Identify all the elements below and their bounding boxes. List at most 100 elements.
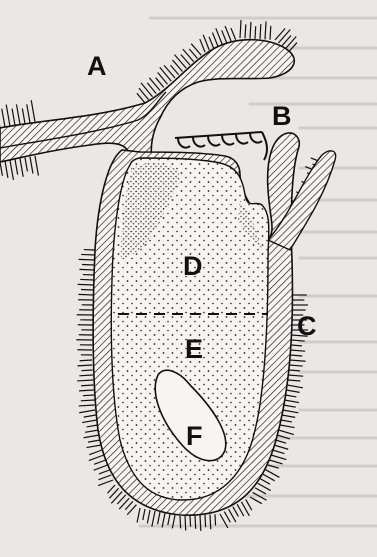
cilium — [209, 37, 214, 49]
cilium — [231, 28, 236, 40]
cilium — [289, 365, 303, 366]
cilium — [25, 158, 27, 172]
cilium — [87, 445, 102, 448]
cilium — [240, 20, 241, 38]
cilium — [212, 33, 218, 47]
cilium — [79, 390, 94, 391]
cilium — [237, 504, 244, 516]
cilium — [284, 405, 296, 407]
cilium — [0, 162, 2, 176]
cilium — [288, 375, 303, 376]
cilium — [89, 455, 104, 461]
cilium — [263, 474, 275, 481]
cilium — [79, 375, 93, 376]
label-f: F — [186, 421, 203, 451]
cilium — [143, 509, 145, 520]
cilium — [172, 515, 175, 528]
cilium — [147, 510, 150, 523]
cilium — [270, 26, 271, 40]
label-a: A — [87, 51, 107, 81]
cilium — [81, 254, 95, 255]
cilium — [31, 100, 35, 122]
cilium — [78, 294, 93, 295]
cilium — [270, 460, 283, 464]
cilium — [94, 460, 106, 464]
cilium — [287, 385, 303, 388]
cilium — [180, 516, 181, 528]
label-e: E — [185, 334, 203, 364]
cilium — [279, 430, 294, 435]
cilium — [125, 501, 133, 509]
cilium — [275, 29, 285, 40]
cilium — [265, 21, 266, 39]
cilium — [225, 26, 231, 41]
cilium — [98, 480, 113, 486]
cilium — [79, 259, 95, 260]
cilium — [200, 39, 205, 52]
cilium — [258, 483, 271, 490]
cilium — [271, 455, 286, 460]
cilium — [82, 420, 97, 423]
cilium — [162, 513, 165, 528]
cilium — [285, 37, 296, 49]
cilium — [89, 450, 102, 455]
cilium — [88, 440, 100, 442]
cilium — [215, 514, 216, 525]
cilium — [27, 104, 30, 122]
cilium — [190, 516, 191, 527]
cilium — [87, 425, 98, 427]
cilium — [85, 430, 98, 432]
cilium — [168, 514, 170, 525]
cilium — [260, 479, 270, 484]
cilium — [164, 65, 175, 78]
cilium — [10, 160, 13, 180]
cilium — [6, 105, 10, 127]
cilium — [99, 475, 112, 480]
cilium — [285, 395, 296, 397]
cilium — [203, 35, 209, 50]
cilium — [80, 360, 92, 361]
cilium — [281, 420, 292, 422]
cilium — [78, 365, 93, 366]
cilium — [185, 516, 186, 531]
cilium — [107, 485, 115, 493]
cilium — [276, 440, 287, 443]
cilium — [282, 415, 295, 417]
cilium — [222, 30, 227, 43]
cilium — [283, 410, 299, 413]
cilium — [195, 515, 196, 529]
cilium — [290, 360, 306, 361]
cilium — [99, 470, 109, 474]
cilium — [273, 450, 285, 454]
cilium — [15, 159, 18, 174]
cilium — [16, 104, 20, 124]
cilium — [84, 435, 100, 438]
cilium — [174, 55, 186, 69]
cilium — [22, 108, 25, 123]
cilium — [79, 410, 95, 413]
cilium — [288, 380, 300, 381]
cilium — [141, 83, 153, 97]
cilium — [152, 511, 155, 527]
cilium — [84, 415, 96, 417]
cilium — [286, 390, 299, 392]
cilium — [137, 508, 140, 523]
cilium — [255, 488, 266, 494]
cilium — [81, 385, 93, 386]
cilium — [183, 49, 194, 62]
cilium — [290, 350, 305, 351]
cilium — [77, 380, 93, 381]
cilium — [260, 24, 261, 39]
cilium — [111, 492, 122, 504]
cilium — [205, 515, 206, 527]
cilium — [20, 159, 23, 177]
cilium — [250, 22, 251, 39]
cilium — [277, 435, 290, 439]
cilium — [280, 425, 295, 428]
cilium — [79, 269, 94, 270]
cilium — [94, 465, 108, 470]
cilium — [80, 279, 94, 280]
cilium — [12, 109, 15, 126]
cilium — [35, 156, 38, 176]
cilium — [284, 400, 299, 403]
